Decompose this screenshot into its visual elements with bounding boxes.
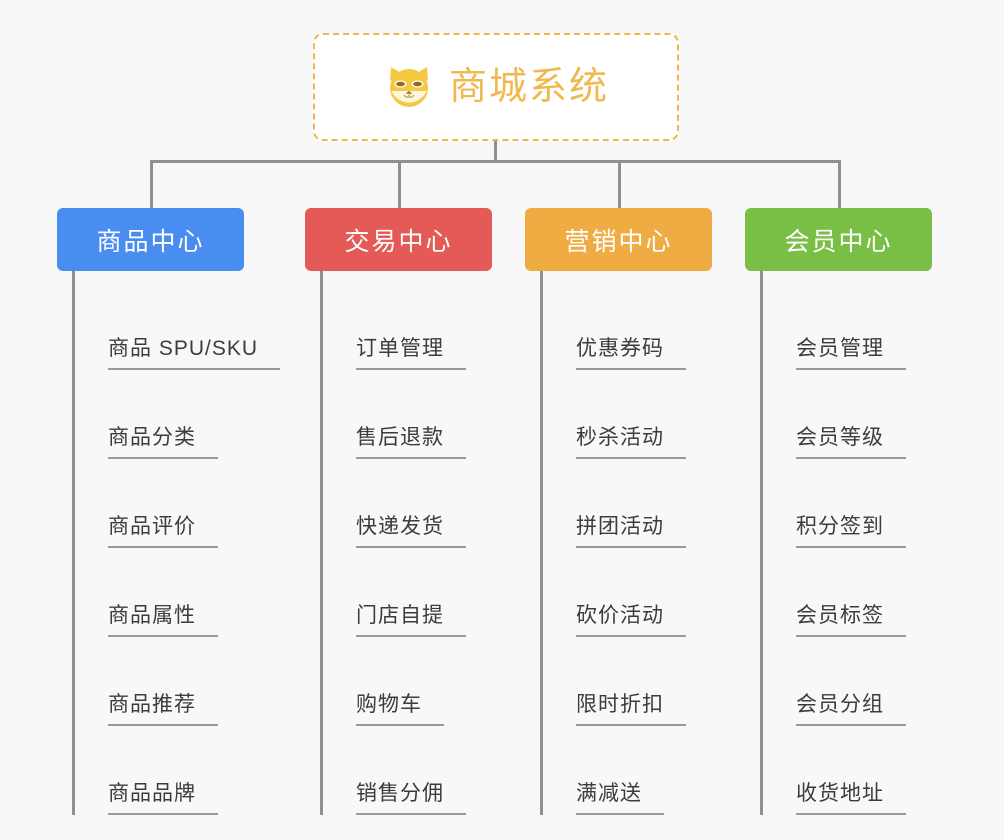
leaf-item-label: 秒杀活动 — [576, 426, 686, 459]
leaf-list-3: 优惠券码 秒杀活动 拼团活动 砍价活动 限时折扣 满减送 — [540, 271, 775, 815]
leaf-item[interactable]: 收货地址 — [763, 726, 995, 815]
leaf-item-label: 商品 SPU/SKU — [108, 337, 281, 370]
leaf-item[interactable]: 会员管理 — [763, 281, 995, 370]
leaf-item[interactable]: 拼团活动 — [543, 459, 775, 548]
category-node-4[interactable]: 会员中心 — [745, 208, 932, 271]
leaf-item-label: 商品推荐 — [108, 693, 218, 726]
branch-column-3: 营销中心 优惠券码 秒杀活动 拼团活动 砍价活动 限时折扣 满减送 — [525, 208, 775, 815]
leaf-item-label: 售后退款 — [356, 426, 466, 459]
branch-column-1: 商品中心 商品 SPU/SKU 商品分类 商品评价 商品属性 商品推荐 商品品牌 — [57, 208, 307, 815]
leaf-item-label: 快递发货 — [356, 515, 466, 548]
leaf-item-label: 会员标签 — [796, 604, 906, 637]
category-node-4-label: 会员中心 — [784, 227, 893, 256]
leaf-item[interactable]: 积分签到 — [763, 459, 995, 548]
connector-drop-4 — [838, 160, 841, 208]
category-node-2-label: 交易中心 — [344, 227, 453, 256]
leaf-item[interactable]: 门店自提 — [323, 548, 555, 637]
leaf-item[interactable]: 售后退款 — [323, 370, 555, 459]
leaf-item-label: 门店自提 — [356, 604, 466, 637]
leaf-item-label: 限时折扣 — [576, 693, 686, 726]
category-node-3-label: 营销中心 — [564, 227, 673, 256]
leaf-item-label: 积分签到 — [796, 515, 906, 548]
leaf-item[interactable]: 商品属性 — [75, 548, 307, 637]
leaf-item[interactable]: 销售分佣 — [323, 726, 555, 815]
leaf-item-label: 优惠券码 — [576, 337, 686, 370]
leaf-item-label: 商品分类 — [108, 426, 218, 459]
branch-column-4: 会员中心 会员管理 会员等级 积分签到 会员标签 会员分组 收货地址 — [745, 208, 995, 815]
leaf-item[interactable]: 商品推荐 — [75, 637, 307, 726]
leaf-item-label: 会员管理 — [796, 337, 906, 370]
leaf-item-label: 满减送 — [576, 782, 664, 815]
leaf-item-label: 砍价活动 — [576, 604, 686, 637]
leaf-item[interactable]: 优惠券码 — [543, 281, 775, 370]
leaf-list-1: 商品 SPU/SKU 商品分类 商品评价 商品属性 商品推荐 商品品牌 — [72, 271, 307, 815]
leaf-item[interactable]: 快递发货 — [323, 459, 555, 548]
category-node-3[interactable]: 营销中心 — [525, 208, 712, 271]
leaf-item-label: 会员分组 — [796, 693, 906, 726]
leaf-item-label: 会员等级 — [796, 426, 906, 459]
leaf-item[interactable]: 秒杀活动 — [543, 370, 775, 459]
category-node-2[interactable]: 交易中心 — [305, 208, 492, 271]
category-node-1[interactable]: 商品中心 — [57, 208, 244, 271]
leaf-item-label: 商品属性 — [108, 604, 218, 637]
leaf-item-label: 购物车 — [356, 693, 444, 726]
leaf-item[interactable]: 满减送 — [543, 726, 775, 815]
leaf-item[interactable]: 商品分类 — [75, 370, 307, 459]
leaf-item[interactable]: 商品评价 — [75, 459, 307, 548]
leaf-item-label: 拼团活动 — [576, 515, 686, 548]
leaf-item-label: 销售分佣 — [356, 782, 466, 815]
branch-column-2: 交易中心 订单管理 售后退款 快递发货 门店自提 购物车 销售分佣 — [305, 208, 555, 815]
connector-horizontal-bus — [150, 160, 841, 163]
leaf-item[interactable]: 购物车 — [323, 637, 555, 726]
leaf-item[interactable]: 会员标签 — [763, 548, 995, 637]
leaf-item[interactable]: 商品 SPU/SKU — [75, 281, 307, 370]
leaf-item[interactable]: 会员分组 — [763, 637, 995, 726]
category-node-1-label: 商品中心 — [96, 227, 205, 256]
dog-face-icon — [383, 61, 435, 113]
leaf-list-4: 会员管理 会员等级 积分签到 会员标签 会员分组 收货地址 — [760, 271, 995, 815]
leaf-item[interactable]: 限时折扣 — [543, 637, 775, 726]
leaf-item-label: 商品评价 — [108, 515, 218, 548]
leaf-item[interactable]: 会员等级 — [763, 370, 995, 459]
root-node-label: 商城系统 — [448, 66, 609, 108]
leaf-item[interactable]: 商品品牌 — [75, 726, 307, 815]
connector-root-stem — [494, 141, 497, 162]
connector-drop-3 — [618, 160, 621, 208]
leaf-item-label: 商品品牌 — [108, 782, 218, 815]
leaf-item[interactable]: 订单管理 — [323, 281, 555, 370]
leaf-item-label: 订单管理 — [356, 337, 466, 370]
connector-drop-1 — [150, 160, 153, 208]
leaf-item-label: 收货地址 — [796, 782, 906, 815]
leaf-item[interactable]: 砍价活动 — [543, 548, 775, 637]
connector-drop-2 — [398, 160, 401, 208]
leaf-list-2: 订单管理 售后退款 快递发货 门店自提 购物车 销售分佣 — [320, 271, 555, 815]
root-node-商城系统[interactable]: 商城系统 — [313, 33, 679, 141]
